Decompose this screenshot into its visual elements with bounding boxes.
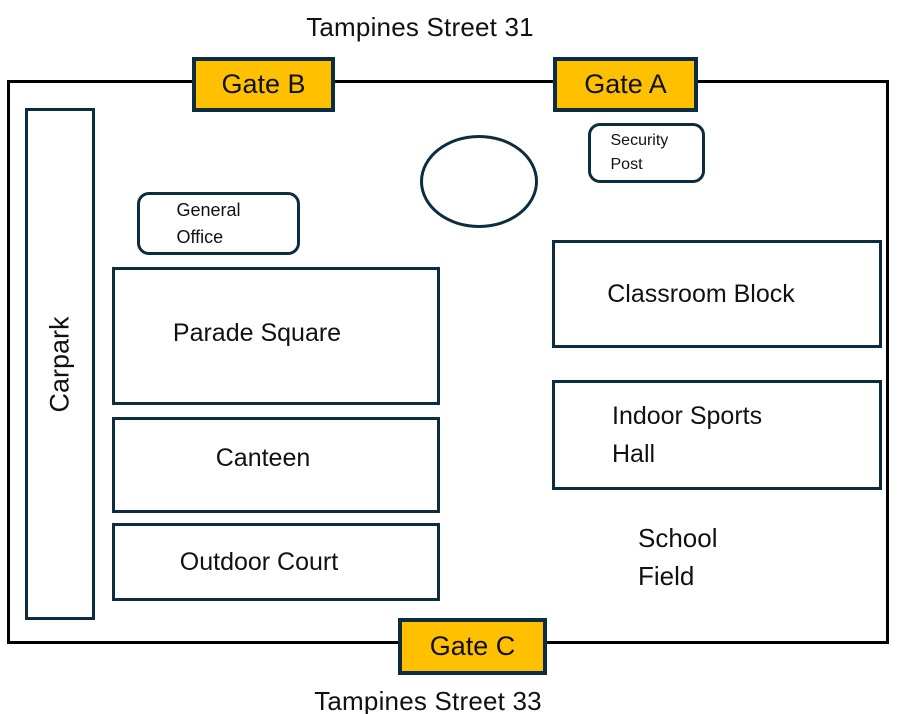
classroom-block-label: Classroom Block [607, 279, 795, 308]
gate-c: Gate C [398, 618, 547, 675]
gate-a: Gate A [553, 57, 698, 112]
street-label-top: Tampines Street 31 [306, 12, 534, 42]
canteen-label: Canteen [215, 443, 311, 472]
gate-b: Gate B [192, 57, 335, 112]
carpark: Carpark [25, 108, 95, 620]
general-office-label: General Office [176, 199, 241, 247]
street-label-bottom: Tampines Street 33 [314, 686, 542, 714]
gate-b-label: Gate B [221, 69, 306, 99]
gate-a-label: Gate A [584, 69, 667, 99]
indoor-sports-hall: Indoor Sports Hall [552, 380, 882, 490]
general-office: General Office [137, 192, 300, 255]
security-post-label: Security Post [610, 132, 669, 173]
outdoor-court: Outdoor Court [112, 523, 440, 601]
canteen: Canteen [112, 417, 440, 513]
carpark-label: Carpark [44, 315, 75, 413]
classroom-block: Classroom Block [552, 240, 882, 348]
outdoor-court-label: Outdoor Court [179, 547, 339, 576]
gate-c-label: Gate C [429, 631, 516, 661]
security-post: Security Post [588, 123, 705, 183]
roundabout-oval [420, 135, 538, 228]
school-field-label: School Field [638, 523, 718, 591]
parade-square: Parade Square [112, 267, 440, 405]
indoor-sports-hall-label: Indoor Sports Hall [612, 402, 763, 468]
parade-square-label: Parade Square [172, 318, 342, 347]
